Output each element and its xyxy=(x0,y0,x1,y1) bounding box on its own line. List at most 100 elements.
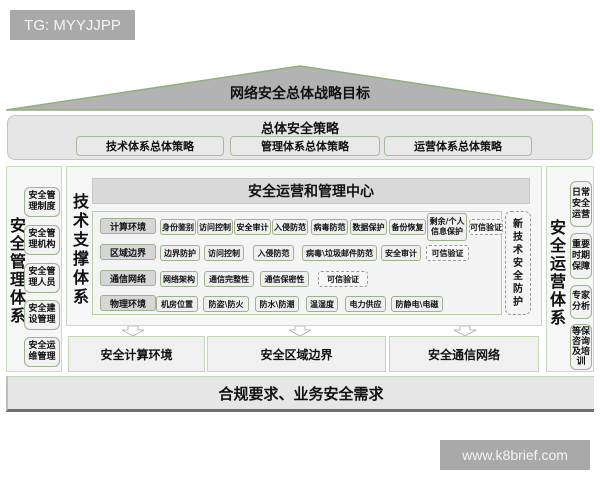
mgmt-item-policy: 安全管理制度 xyxy=(24,187,60,217)
mgmt-item-personnel: 安全管理人员 xyxy=(24,263,60,293)
title-char: 营 xyxy=(549,272,566,291)
management-title: 安 全 管 理 体 系 xyxy=(9,217,27,325)
item-line: 保障 xyxy=(571,261,590,272)
chip-trusted-verify: 可信验证 xyxy=(426,245,469,261)
chip-trusted-verify: 可信验证 xyxy=(469,219,503,235)
chip: 边界防护 xyxy=(160,245,200,261)
chip: 安全审计 xyxy=(381,245,421,261)
technical-rows-box: 计算环境 身份鉴别 访问控制 安全审计 入侵防范 病毒防范 数据保护 备份恢复 … xyxy=(92,211,503,315)
chip: 病毒\垃圾邮件防范 xyxy=(302,245,377,261)
ops-item-compliance-training: 等保 咨询 及培 训 xyxy=(570,324,592,370)
item-line: 时期 xyxy=(571,250,590,261)
item-line: 安全 xyxy=(571,198,590,209)
compliance-foundation: 合规要求、业务安全需求 xyxy=(6,376,594,412)
title-char: 管 xyxy=(9,252,26,271)
mgmt-item-construction: 安全建设管理 xyxy=(24,300,60,330)
mgmt-item-organization: 安全管理机构 xyxy=(24,225,60,255)
row-label-physical: 物理环境 xyxy=(100,295,156,311)
chip: 机房位置 xyxy=(156,296,198,312)
operations-title: 安 全 运 营 体 系 xyxy=(549,219,567,327)
management-system-panel: 安 全 管 理 体 系 安全管理制度 安全管理机构 安全管理人员 安全建设管理 … xyxy=(6,166,62,372)
item-line: 维管理 xyxy=(28,352,56,362)
mgmt-strategy-box: 管理体系总体策略 xyxy=(230,136,380,156)
title-char: 体 xyxy=(9,288,26,307)
chip: 入侵防范 xyxy=(253,245,294,261)
strategic-goal-roof: 网络安全总体战略目标 xyxy=(6,64,594,112)
chip: 病毒防范 xyxy=(311,219,348,235)
item-line: 运营 xyxy=(571,209,590,220)
arrow-down-icon xyxy=(288,326,312,336)
env-secure-network: 安全通信网络 xyxy=(389,336,539,372)
item-line: 专家 xyxy=(571,291,590,301)
ops-item-daily: 日常 安全 运营 xyxy=(570,181,592,227)
env-secure-compute: 安全计算环境 xyxy=(68,336,205,372)
title-char: 撑 xyxy=(72,249,89,268)
item-line: 理制度 xyxy=(28,202,56,212)
ops-item-critical-period: 重要 时期 保障 xyxy=(570,233,592,279)
operations-system-panel: 安 全 运 营 体 系 日常 安全 运营 重要 时期 保障 专家 分析 等保 咨… xyxy=(546,166,594,372)
title-char: 理 xyxy=(9,270,26,289)
item-line: 等保 xyxy=(571,327,590,337)
title-char: 系 xyxy=(549,308,566,327)
title-char: 系 xyxy=(9,306,26,325)
title-char: 支 xyxy=(72,230,89,249)
title-char: 安 xyxy=(549,218,566,237)
title-char: 体 xyxy=(549,290,566,309)
chip: 身份鉴别 xyxy=(160,219,196,235)
strategy-title: 总体安全策略 xyxy=(260,122,339,137)
mgmt-item-operations: 安全运维管理 xyxy=(24,337,60,367)
title-char: 全 xyxy=(549,236,566,255)
watermark-bottom: www.k8brief.com xyxy=(440,440,590,470)
tech-strategy-box: 技术体系总体策略 xyxy=(76,136,224,156)
technical-title: 技 术 支 撑 体 系 xyxy=(72,192,90,306)
row-label-network: 通信网络 xyxy=(100,270,156,286)
item-line: 及培 xyxy=(571,347,590,357)
chip-trusted-verify: 可信验证 xyxy=(318,271,368,287)
chip: 访问控制 xyxy=(197,219,233,235)
chip: 电力供应 xyxy=(345,296,386,312)
chip-residual-info: 剩余/个人信息保护 xyxy=(427,213,467,241)
title-char: 运 xyxy=(549,254,566,273)
item-line: 安全管 xyxy=(28,191,56,201)
ops-strategy-box: 运营体系总体策略 xyxy=(384,136,532,156)
soc-center-bar: 安全运营和管理中心 xyxy=(92,178,530,204)
watermark-top: TG: MYYJJPP xyxy=(10,10,135,40)
title-char: 全 xyxy=(9,234,26,253)
chip-line: 信息保护 xyxy=(430,227,463,236)
chip: 数据保护 xyxy=(350,219,387,235)
item-line: 重要 xyxy=(571,239,590,250)
chip: 防静电\电磁 xyxy=(391,296,443,312)
item-line: 日常 xyxy=(571,187,590,198)
title-char: 安 xyxy=(9,216,26,235)
chip: 温湿度 xyxy=(306,296,338,312)
chip-line: 剩余/个人 xyxy=(429,217,465,226)
item-line: 安全建 xyxy=(28,304,56,314)
chip: 防水\防潮 xyxy=(255,296,299,312)
roof-title: 网络安全总体战略目标 xyxy=(230,86,370,102)
title-char: 体 xyxy=(72,268,89,287)
env-secure-boundary: 安全区域边界 xyxy=(207,336,386,372)
item-line: 安全运 xyxy=(28,341,56,351)
title-char: 术 xyxy=(72,211,89,230)
roof-triangle-shape xyxy=(6,65,594,111)
row-label-boundary: 区域边界 xyxy=(100,244,156,260)
item-line: 安全管 xyxy=(28,229,56,239)
chip: 访问控制 xyxy=(204,245,244,261)
item-line: 安全管 xyxy=(28,267,56,277)
new-tech-protection: 新技术安全防护 xyxy=(505,211,531,315)
chip: 备份恢复 xyxy=(389,219,426,235)
title-char: 系 xyxy=(72,287,89,306)
item-line: 分析 xyxy=(571,302,590,312)
ops-item-expert-analysis: 专家 分析 xyxy=(570,285,592,319)
item-line: 设管理 xyxy=(28,315,56,325)
arrow-down-icon xyxy=(121,326,145,336)
chip: 入侵防范 xyxy=(272,219,308,235)
chip: 防盗\防火 xyxy=(203,296,249,312)
overall-strategy-panel: 总体安全策略 技术体系总体策略 管理体系总体策略 运营体系总体策略 xyxy=(7,115,593,160)
item-line: 训 xyxy=(576,357,586,367)
item-line: 咨询 xyxy=(571,337,590,347)
chip: 网络架构 xyxy=(160,271,198,287)
title-char: 技 xyxy=(72,192,89,211)
row-label-compute: 计算环境 xyxy=(100,218,156,234)
item-line: 理机构 xyxy=(28,240,56,250)
